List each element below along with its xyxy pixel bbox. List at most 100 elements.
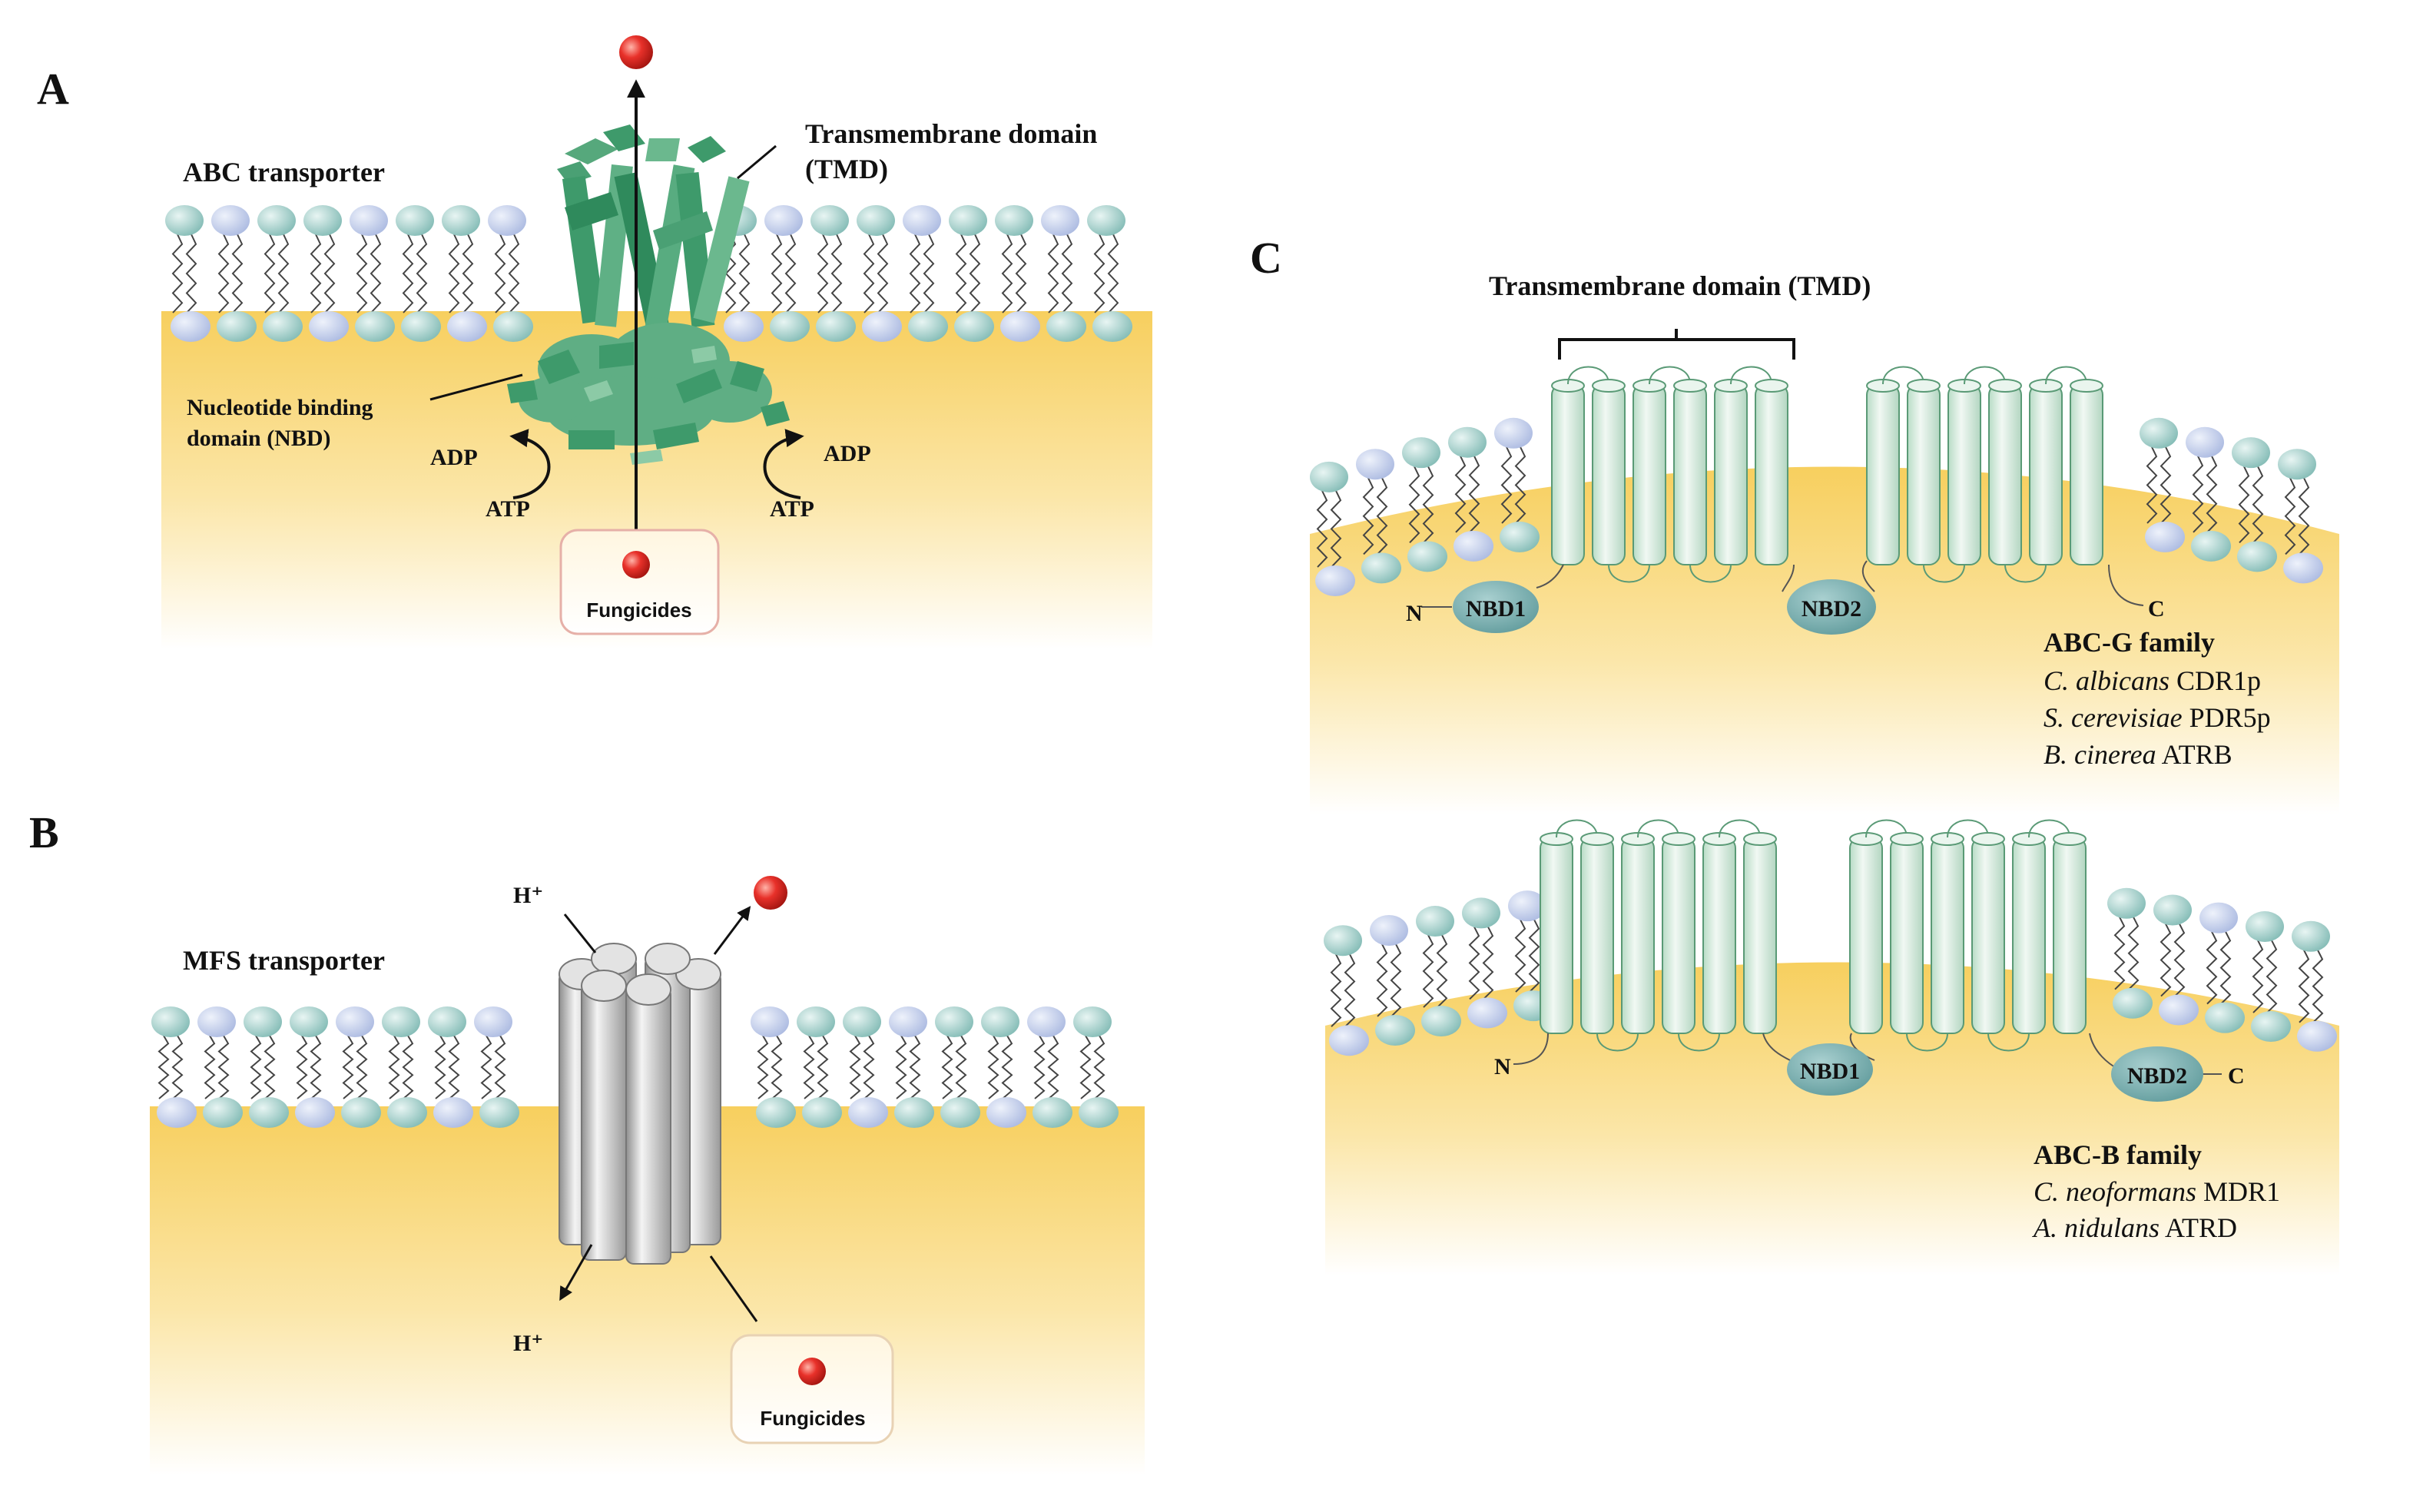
lipid [1087,205,1132,342]
lipid [488,205,533,342]
nbd2-top-label: NBD2 [1802,596,1861,622]
panel-letter-a: A [37,64,69,114]
lipid [151,1006,197,1128]
lipid [949,205,994,342]
membrane-a [165,205,1132,342]
lipid [1356,449,1401,584]
nbd2-link2-top [1861,560,1875,592]
n-tail-bottom [1513,1033,1549,1065]
lipid [751,1006,796,1128]
lipid [1073,1006,1119,1128]
nbd1-bottom [1787,1043,1873,1096]
lipid [1370,914,1415,1046]
tmd-bracket [1558,329,1795,360]
panel-a: A ABC transporter Transmembrane domain (… [37,35,1152,649]
lipid [857,205,902,342]
n-terminus-bottom: N [1494,1054,1511,1079]
lipid [2278,449,2323,584]
lipid [1324,925,1369,1056]
fungicides-label-b: Fungicides [760,1407,865,1430]
c-terminus-top: C [2148,596,2165,622]
nbd1-link-top [1536,564,1564,589]
abc-b-species-2: A. nidulans ATRD [2032,1212,2237,1243]
lipid [2246,911,2291,1043]
mfs-transporter-label: MFS transporter [183,945,385,976]
tmd-label-line2: (TMD) [805,154,888,184]
lipid [244,1006,289,1128]
abc-transporter-label: ABC transporter [183,157,385,187]
nbd-label-line2: domain (NBD) [187,426,331,451]
nbd1-top [1453,581,1539,633]
n-terminus-top: N [1406,601,1423,626]
substrate-exported-a [619,35,653,69]
membrane-c-top [1310,417,2323,597]
nbd2-bottom [2111,1046,2203,1102]
lipid [889,1006,934,1128]
panel-letter-b: B [29,807,59,857]
fungicides-box-b [730,1334,894,1444]
nbd2-top [1787,579,1876,635]
abc-transporter-tmd [507,124,790,465]
nbd2-bottom-label: NBD2 [2127,1063,2187,1089]
lipid [382,1006,427,1128]
lipid [1462,897,1507,1029]
substrate-inside-a [622,551,650,579]
adp-left-label: ADP [430,445,478,470]
lipid [350,205,395,342]
lipid [1448,426,1493,562]
nbd1-bottom-label: NBD1 [1800,1059,1860,1084]
lipid [2107,887,2153,1019]
abc-b-family-label: ABC-B family [2034,1139,2202,1170]
lipid [1416,906,1461,1037]
tmd-pointer-line [737,144,777,180]
atp-right-label: ATP [770,496,814,522]
nbd2-link-top [1782,564,1795,592]
substrate-inside-b [798,1358,826,1385]
panel-letter-c: C [1250,233,1282,283]
lipid [442,205,487,342]
lipid [843,1006,888,1128]
nbd-pointer-line [429,373,523,401]
adp-right-label: ADP [824,441,871,466]
lipid [2186,426,2231,562]
lipid [257,205,303,342]
lipid [303,205,349,342]
abc-g-species-2: S. cerevisiae PDR5p [2044,702,2271,733]
lipid [995,205,1040,342]
membrane-b [151,1006,1119,1128]
abc-g-species-3: B. cinerea ATRB [2044,739,2232,770]
lipid [1041,205,1086,342]
lipid [1402,437,1447,572]
lipid [211,205,257,342]
c-terminus-bottom: C [2228,1063,2245,1089]
tmd-helices-bottom [1540,819,2087,1052]
lipid [2140,417,2185,552]
abc-g-species-1: C. albicans CDR1p [2044,665,2261,696]
abc-b-species-1: C. neoformans MDR1 [2034,1176,2280,1207]
atp-left-label: ATP [486,496,530,522]
fungicides-box-a [559,529,720,635]
nbd1-link2-bottom [1849,1033,1875,1061]
lipid [197,1006,243,1128]
substrate-in-line [709,1255,758,1322]
tmd-helices-top [1551,366,2103,583]
lipid [1494,417,1540,552]
mfs-transporter-bundle [559,943,721,1265]
panel-b: B MFS transporter H⁺ H⁺ Fungicides [29,807,1145,1475]
proton-top-label: H⁺ [513,883,543,908]
proton-out-arrow [559,1244,593,1301]
nbd-label-line1: Nucleotide binding [187,395,373,420]
tmd-label-c: Transmembrane domain (TMD) [1489,270,1871,301]
lipid [396,205,441,342]
lipid [764,205,810,342]
proton-in-line [563,914,597,953]
lipid [1027,1006,1072,1128]
substrate-out-arrow [713,906,751,955]
atp-adp-arrow-right [763,429,804,499]
lipid [2292,920,2337,1052]
abc-g-family-label: ABC-G family [2044,627,2215,658]
lipid [290,1006,335,1128]
lipid [935,1006,980,1128]
lipid [1310,461,1355,597]
